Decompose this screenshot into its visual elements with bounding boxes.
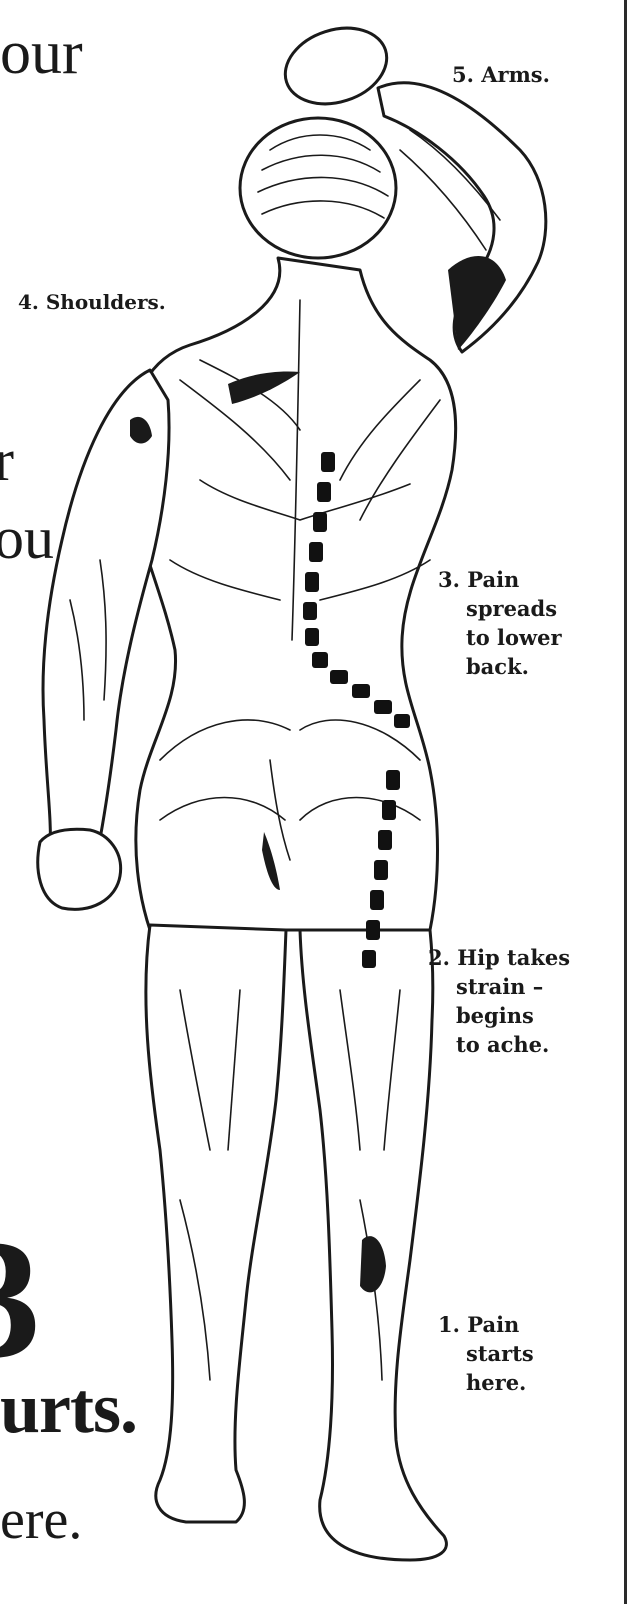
- label-pain-starts-line-3: here.: [438, 1368, 534, 1397]
- label-pain-spreads-line-1: 3. Pain: [438, 565, 562, 594]
- label-hip-strain: 2. Hip takes strain – begins to ache.: [428, 943, 570, 1059]
- label-hip-line-3: begins: [428, 1001, 570, 1030]
- torso: [128, 258, 456, 930]
- label-pain-spreads-line-2: spreads: [438, 594, 562, 623]
- label-pain-spreads: 3. Pain spreads to lower back.: [438, 565, 562, 681]
- left-leg: [146, 925, 286, 1522]
- label-pain-spreads-line-3: to lower: [438, 623, 562, 652]
- label-pain-spreads-line-4: back.: [438, 652, 562, 681]
- label-hip-line-2: strain –: [428, 972, 570, 1001]
- raised-fist: [275, 16, 396, 117]
- left-fist: [38, 829, 121, 909]
- label-hip-line-4: to ache.: [428, 1030, 570, 1059]
- label-hip-line-1: 2. Hip takes: [428, 943, 570, 972]
- label-shoulders: 4. Shoulders.: [18, 288, 166, 317]
- right-edge-rule: [624, 0, 627, 1604]
- label-pain-starts-line-1: 1. Pain: [438, 1310, 534, 1339]
- label-arms: 5. Arms.: [452, 60, 550, 89]
- label-arms-text: 5. Arms.: [452, 60, 550, 89]
- label-pain-starts-line-2: starts: [438, 1339, 534, 1368]
- label-shoulders-text: 4. Shoulders.: [18, 288, 166, 317]
- label-pain-starts: 1. Pain starts here.: [438, 1310, 534, 1397]
